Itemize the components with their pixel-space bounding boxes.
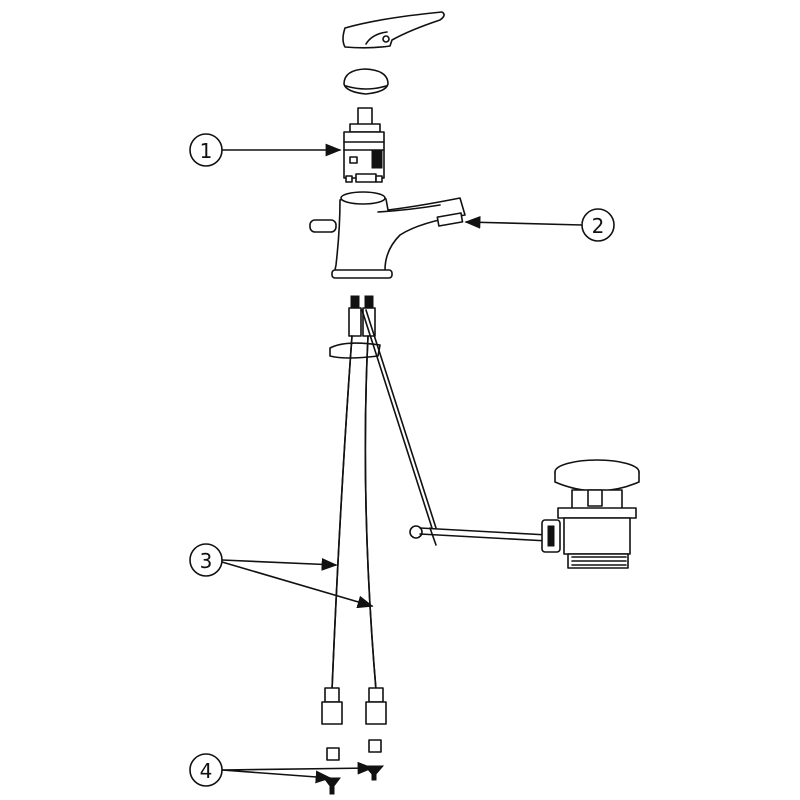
cover-cap [343,68,389,95]
callout-1: 1 [189,133,223,167]
callout-4: 4 [189,753,223,787]
callout-2: 2 [581,208,615,242]
lever-handle [342,11,445,49]
pop-up-waste [541,459,640,569]
leader-lines [221,143,583,784]
pop-up-rod [361,309,549,546]
callout-number: 4 [200,759,213,783]
flexible-hoses [321,295,387,761]
faucet-body [309,191,466,279]
callout-number: 3 [200,549,213,573]
callout-number: 2 [592,214,605,238]
callout-number: 1 [200,139,213,163]
filters [323,765,385,795]
cartridge [343,107,385,183]
callout-3: 3 [189,543,223,577]
